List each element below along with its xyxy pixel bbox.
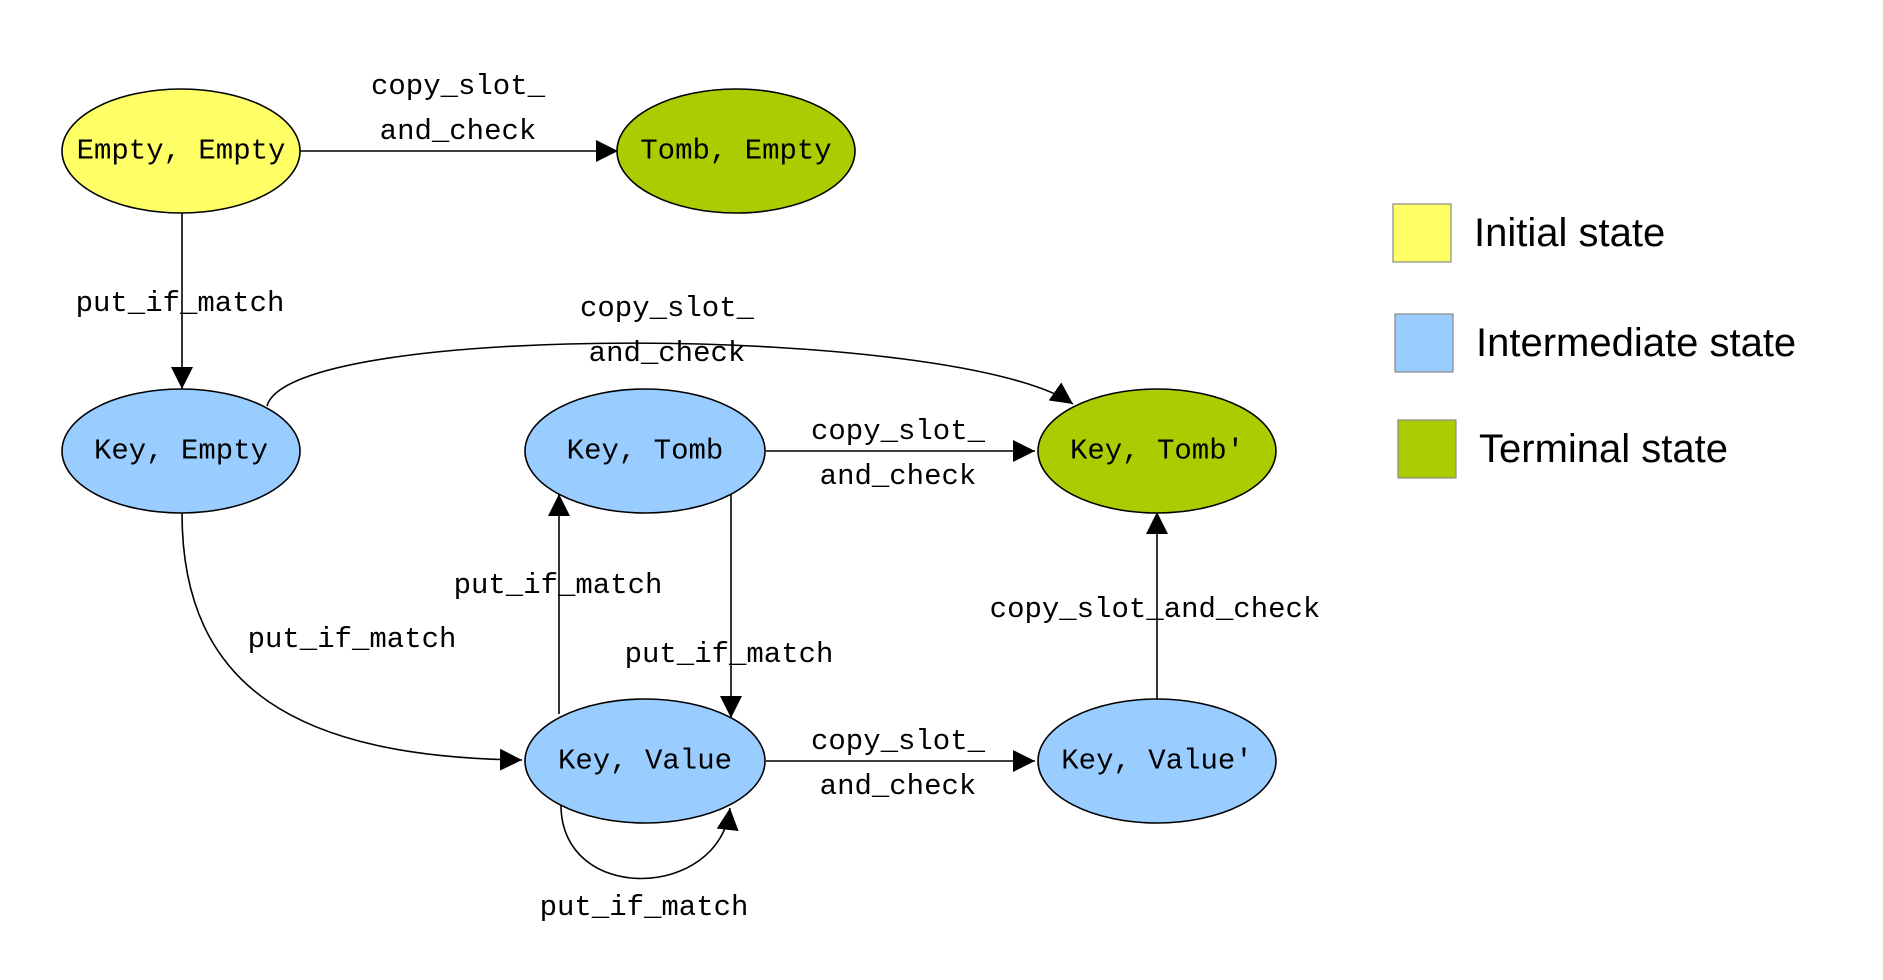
legend-swatch-initial bbox=[1392, 203, 1452, 263]
node-empty-empty: Empty, Empty bbox=[61, 88, 301, 214]
nodes: Empty, Empty Tomb, Empty Key, Empty Key,… bbox=[61, 88, 1277, 824]
edge-label: put_if_match bbox=[76, 287, 285, 320]
node-key-value-prime: Key, Value' bbox=[1037, 698, 1277, 824]
legend-label-initial: Initial state bbox=[1474, 211, 1665, 255]
node-label: Key, Empty bbox=[94, 435, 268, 468]
edges bbox=[171, 140, 1168, 880]
edge-keyempty-to-keyvalue bbox=[181, 512, 523, 771]
legend-swatch-terminal bbox=[1397, 419, 1457, 479]
node-label: Key, Tomb' bbox=[1070, 435, 1244, 468]
edge-labels: copy_slot_ and_check put_if_match copy_s… bbox=[76, 70, 1321, 924]
node-key-empty: Key, Empty bbox=[61, 388, 301, 514]
edge-label: put_if_match bbox=[454, 569, 663, 602]
legend-item-intermediate: Intermediate state bbox=[1394, 313, 1796, 373]
legend-swatch-intermediate bbox=[1394, 313, 1454, 373]
edge-label: and_check bbox=[820, 460, 977, 493]
node-label: Empty, Empty bbox=[77, 135, 286, 168]
edge-label: put_if_match bbox=[540, 891, 749, 924]
node-key-tomb: Key, Tomb bbox=[524, 388, 766, 514]
edge-keyempty-to-keytombprime bbox=[266, 342, 1074, 407]
legend-label-terminal: Terminal state bbox=[1479, 427, 1728, 471]
edge-label: put_if_match bbox=[625, 638, 834, 671]
legend: Initial state Intermediate state Termina… bbox=[1392, 203, 1796, 479]
legend-item-initial: Initial state bbox=[1392, 203, 1665, 263]
node-label: Key, Value bbox=[558, 745, 732, 778]
edge-label: put_if_match bbox=[248, 623, 457, 656]
node-key-tomb-prime: Key, Tomb' bbox=[1037, 388, 1277, 514]
edge-label: copy_slot_and_check bbox=[990, 593, 1321, 626]
edge-label: and_check bbox=[820, 770, 977, 803]
node-tomb-empty: Tomb, Empty bbox=[616, 88, 856, 214]
node-key-value: Key, Value bbox=[524, 698, 766, 824]
edge-label: copy_slot_ bbox=[811, 725, 986, 758]
edge-keyvalue-self-loop bbox=[560, 804, 739, 880]
edge-label: and_check bbox=[589, 337, 746, 370]
node-label: Tomb, Empty bbox=[640, 135, 831, 168]
node-label: Key, Value' bbox=[1061, 745, 1252, 778]
edge-label: copy_slot_ bbox=[580, 292, 755, 325]
edge-label: copy_slot_ bbox=[811, 415, 986, 448]
edge-label: and_check bbox=[380, 115, 537, 148]
edge-label: copy_slot_ bbox=[371, 70, 546, 103]
legend-item-terminal: Terminal state bbox=[1397, 419, 1728, 479]
node-label: Key, Tomb bbox=[567, 435, 724, 468]
legend-label-intermediate: Intermediate state bbox=[1476, 321, 1796, 365]
